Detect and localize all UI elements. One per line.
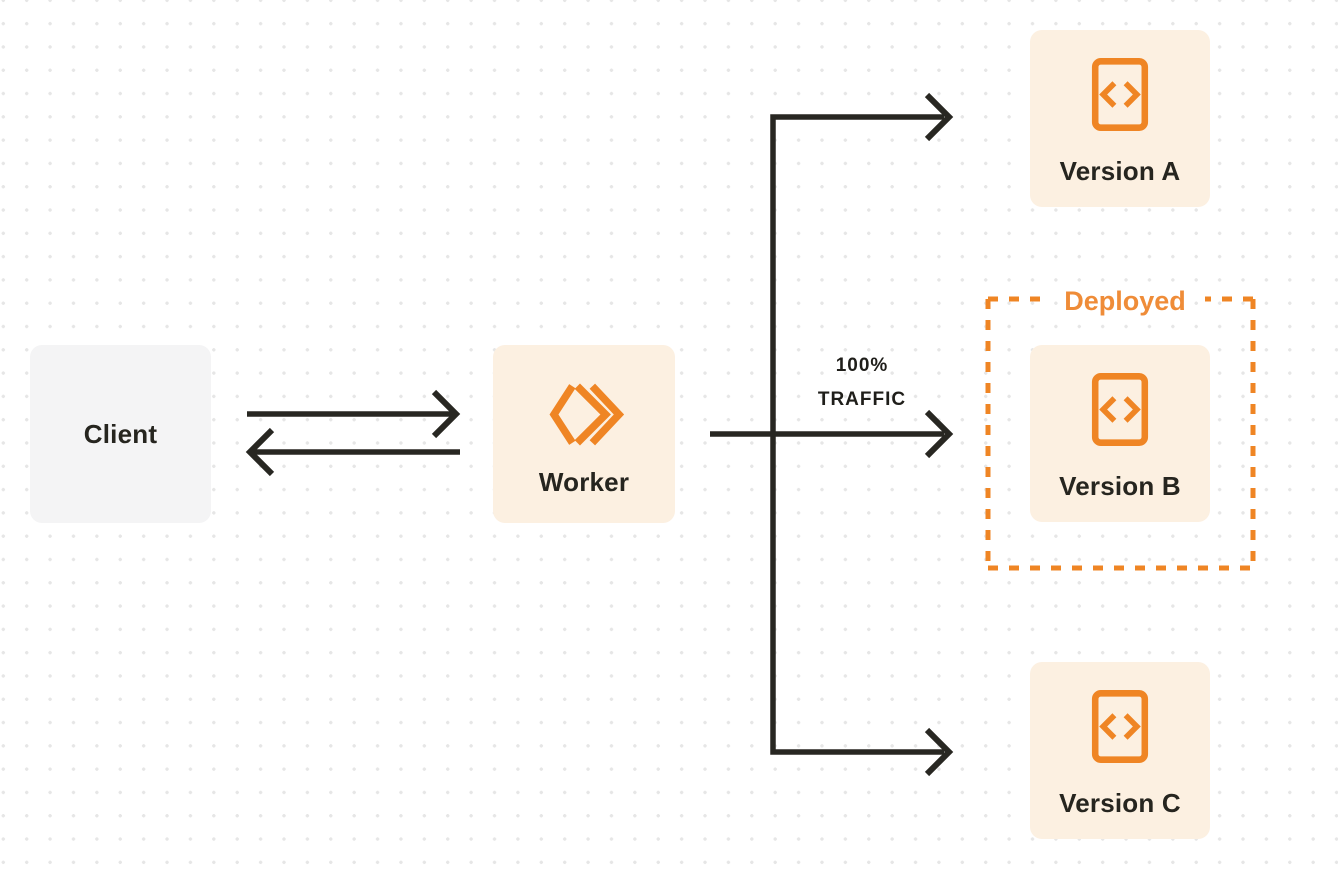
traffic-percentage-label: 100% TRAFFIC bbox=[762, 349, 962, 417]
worker-node: Worker bbox=[493, 345, 675, 523]
version-a-node: Version A bbox=[1030, 30, 1210, 207]
worker-to-client-arrow bbox=[245, 427, 460, 477]
worker-label: Worker bbox=[538, 467, 630, 497]
code-file-icon bbox=[1091, 372, 1149, 447]
version-b-label: Version B bbox=[1059, 470, 1181, 501]
traffic-label-line1: 100% bbox=[835, 355, 889, 376]
client-label: Client bbox=[83, 418, 158, 449]
branch-trunk-line bbox=[770, 114, 944, 755]
code-file-icon bbox=[1091, 57, 1149, 132]
deployed-annotation-label: Deployed bbox=[1064, 286, 1186, 316]
version-b-node: Version B bbox=[1030, 345, 1210, 522]
version-c-node: Version C bbox=[1030, 662, 1210, 839]
workers-logo-icon bbox=[544, 378, 624, 451]
version-c-label: Version C bbox=[1059, 787, 1181, 818]
client-node: Client bbox=[30, 345, 211, 523]
arrowhead-version-c bbox=[924, 727, 954, 777]
traffic-label-line2: TRAFFIC bbox=[817, 389, 907, 410]
version-a-label: Version A bbox=[1059, 155, 1181, 186]
code-file-icon bbox=[1091, 689, 1149, 764]
arrowhead-version-b bbox=[924, 409, 954, 459]
client-to-worker-arrow bbox=[247, 389, 461, 439]
arrowhead-version-a bbox=[924, 92, 954, 142]
